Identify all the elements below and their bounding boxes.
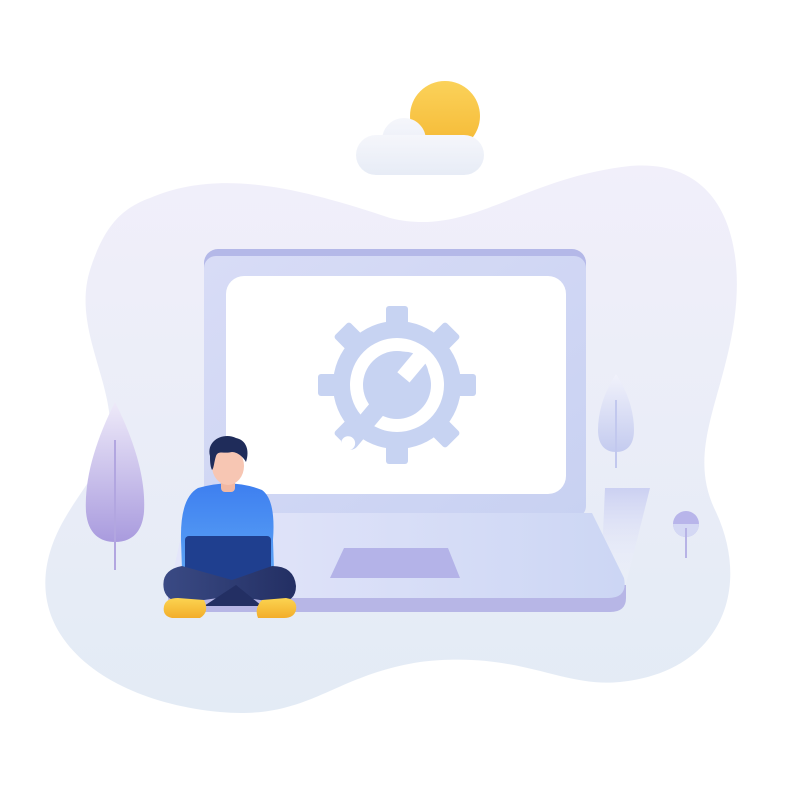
tree-icon-left <box>85 402 145 570</box>
person-hair <box>209 436 248 470</box>
gear-wrench-icon <box>318 306 476 464</box>
person-laptop <box>185 536 271 580</box>
tree-icon-right <box>598 374 634 468</box>
laptop-trackpad <box>330 548 460 578</box>
person-legs <box>163 566 296 603</box>
person-figure <box>163 436 297 618</box>
person-shoe-right <box>256 598 297 618</box>
cloud-icon <box>356 118 484 175</box>
bush-icon <box>673 511 699 558</box>
person-shoe-left <box>163 598 207 618</box>
sun-icon <box>410 81 480 151</box>
person-head <box>212 447 244 485</box>
